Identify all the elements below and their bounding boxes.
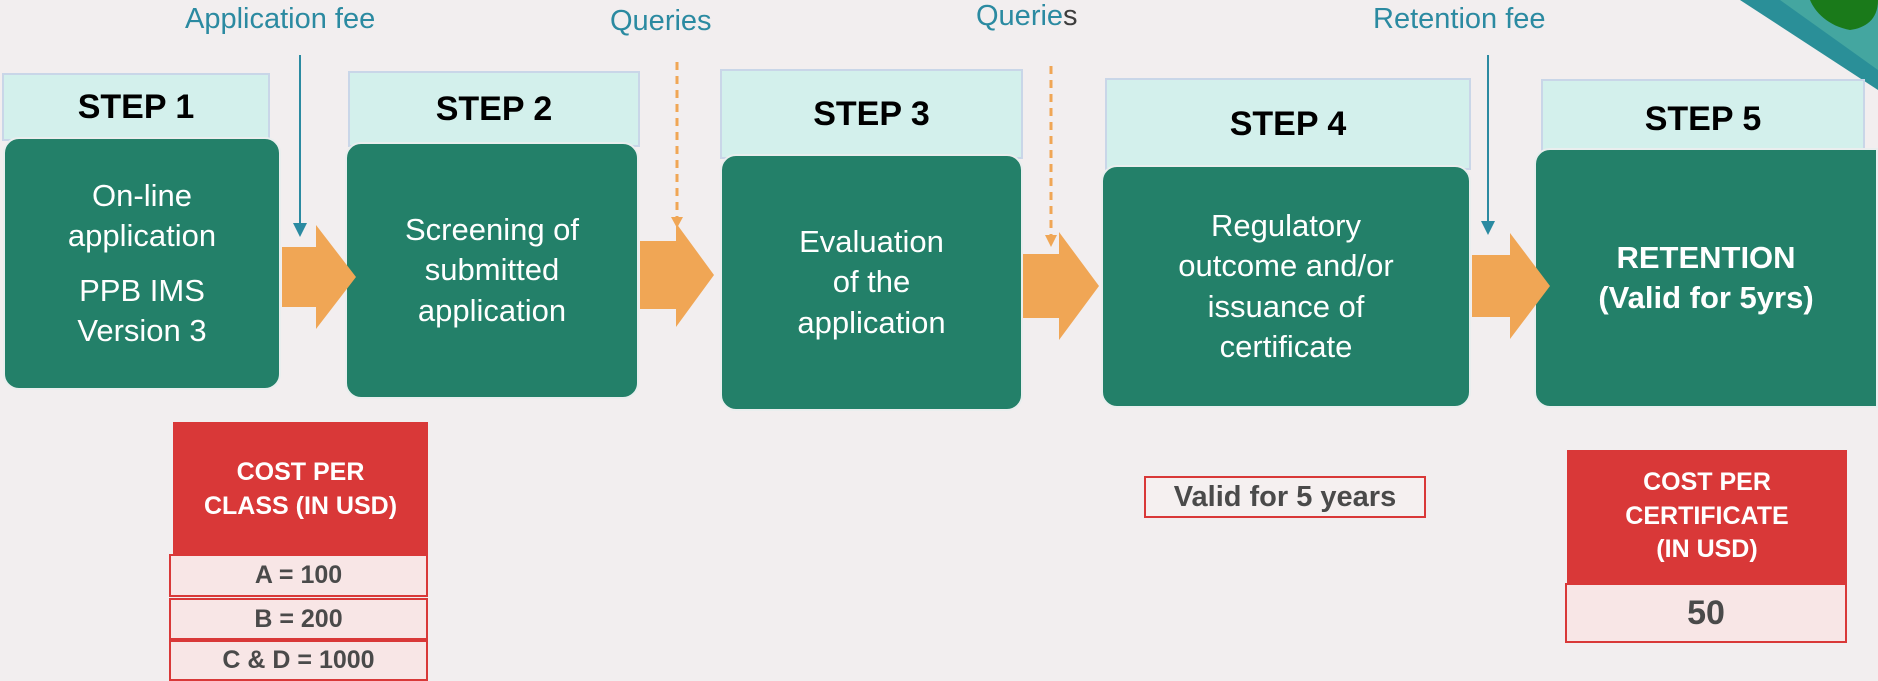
application-fee-label: Application fee	[185, 3, 376, 35]
valid-for-5-years-label: Valid for 5 years	[1144, 476, 1426, 518]
step-2-line: Screening of	[404, 212, 580, 248]
cost-class-row: A = 100	[169, 554, 428, 597]
application-fee-connector	[293, 55, 307, 237]
step-4-line: outcome and/or	[1178, 248, 1394, 284]
queries-label-2: Queries	[976, 0, 1078, 32]
step-3-box: Evaluation of the application	[720, 154, 1023, 411]
cost-certificate-value: 50	[1565, 583, 1847, 643]
step-4-box: Regulatory outcome and/or issuance of ce…	[1101, 165, 1471, 408]
corner-decoration	[1740, 0, 1878, 90]
step-1-box: On-line application PPB IMS Version 3	[3, 137, 281, 390]
step-1-line: PPB IMS	[79, 272, 205, 308]
step-3-line: Evaluation	[799, 224, 944, 260]
cost-class-row: C & D = 1000	[169, 640, 428, 681]
queries-connector-2	[1045, 66, 1057, 247]
step-2-line: application	[417, 292, 567, 328]
arrow-step-3-to-4	[1023, 232, 1099, 340]
queries-label-1: Queries	[610, 5, 712, 37]
step-5-box: RETENTION (Valid for 5yrs)	[1534, 148, 1878, 408]
arrow-step-1-to-2	[282, 225, 356, 329]
step-2-line: submitted	[424, 252, 560, 288]
retention-fee-connector	[1481, 55, 1495, 235]
step-1-line: On-line	[92, 177, 192, 213]
step-3-header: STEP 3	[720, 69, 1023, 159]
step-1-header: STEP 1	[2, 73, 270, 141]
step-3-line: application	[797, 304, 946, 340]
step-4-header: STEP 4	[1105, 78, 1471, 170]
step-1-line: application	[67, 218, 217, 254]
step-3-line: of the	[832, 264, 911, 300]
step-1-line: Version 3	[77, 312, 207, 348]
step-2-box: Screening of submitted application	[345, 142, 639, 399]
cost-class-row: B = 200	[169, 598, 428, 640]
step-2-header: STEP 2	[348, 71, 640, 147]
step-4-line: Regulatory	[1211, 207, 1361, 243]
step-5-line: (Valid for 5yrs)	[1598, 280, 1814, 315]
step-5-header: STEP 5	[1541, 79, 1865, 159]
step-4-line: certificate	[1219, 328, 1353, 364]
step-4-line: issuance of	[1207, 288, 1365, 324]
queries-connector-1	[671, 62, 683, 228]
arrow-step-2-to-3	[640, 223, 714, 327]
step-5-line: RETENTION	[1616, 239, 1796, 275]
arrow-step-4-to-5	[1472, 233, 1550, 339]
retention-fee-label: Retention fee	[1373, 3, 1546, 35]
